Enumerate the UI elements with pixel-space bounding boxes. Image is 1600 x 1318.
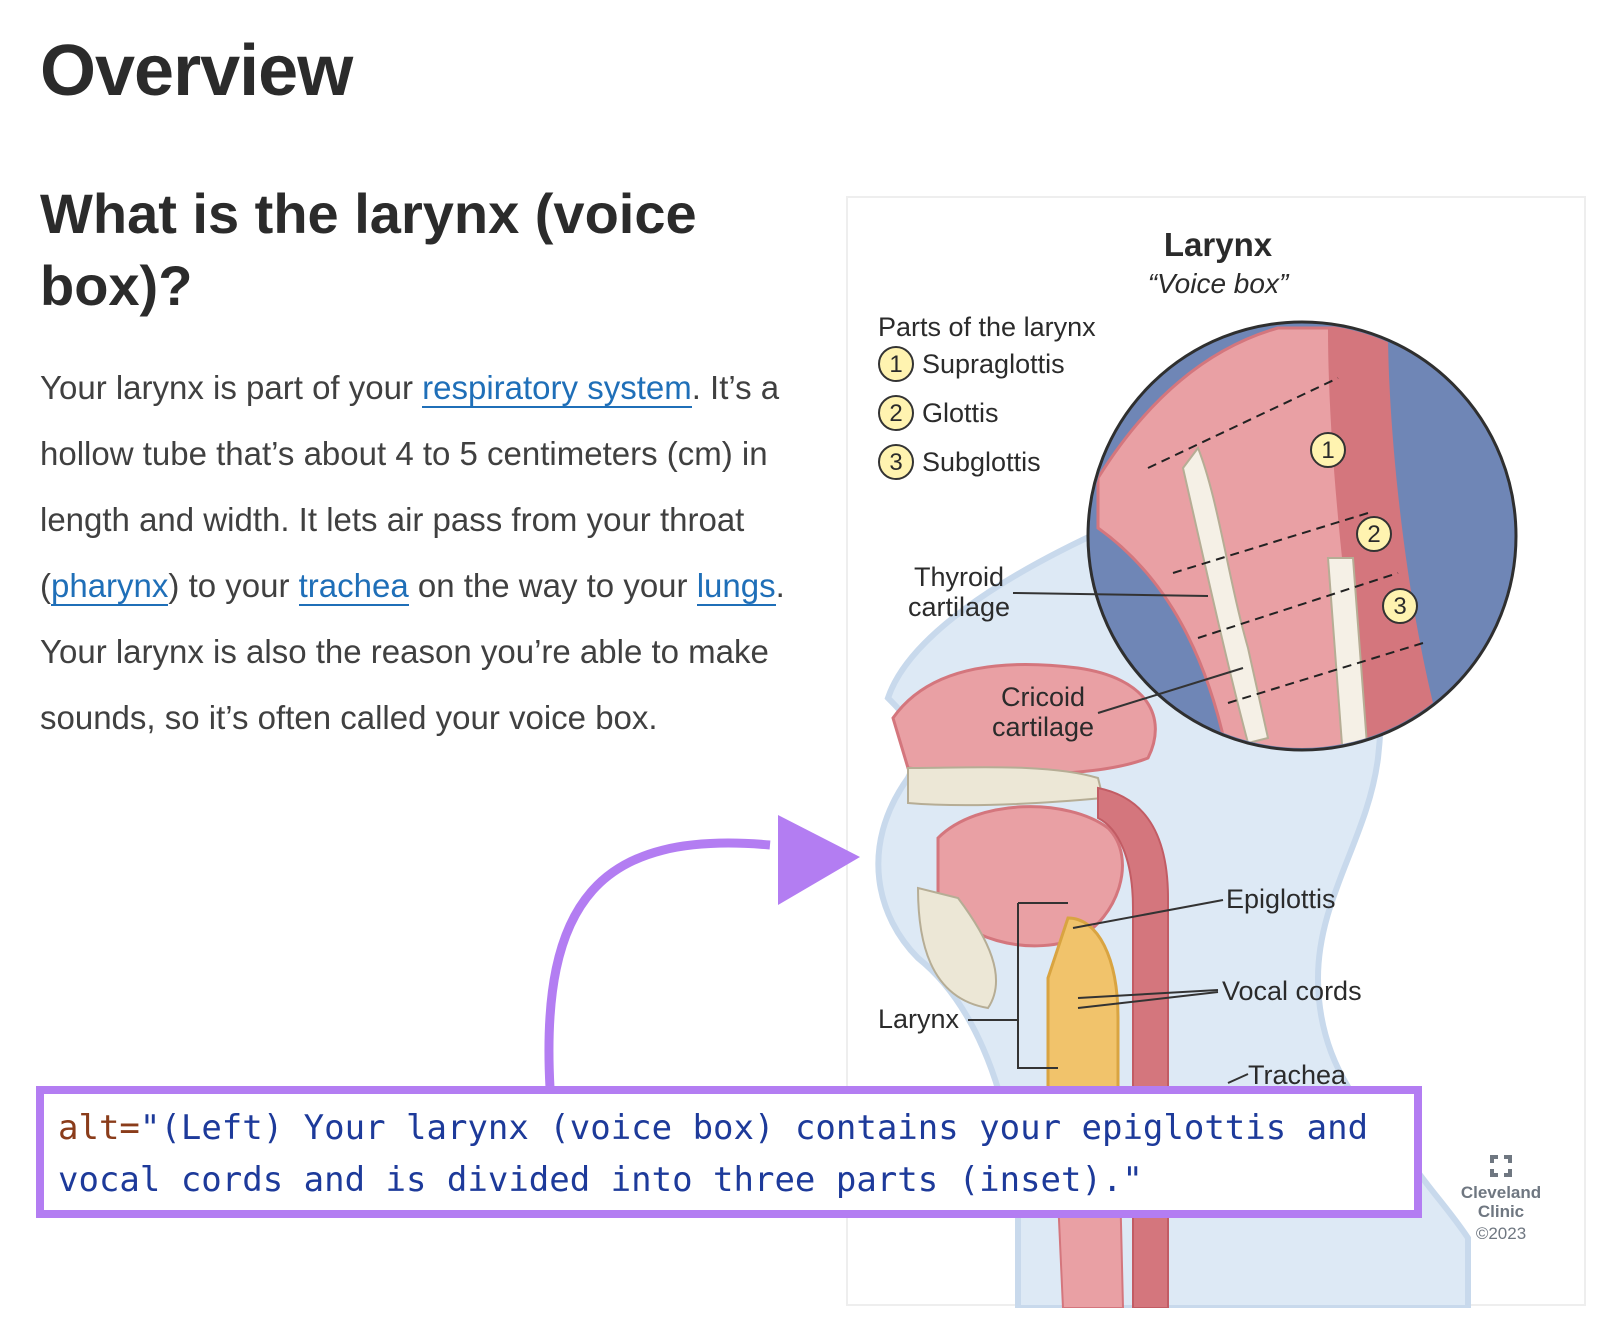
- alt-equals: =: [119, 1108, 140, 1148]
- intro-paragraph: Your larynx is part of your respiratory …: [40, 355, 830, 751]
- palate: [907, 766, 1105, 807]
- cleveland-clinic-logo-icon: [1490, 1155, 1512, 1177]
- part-label: Subglottis: [922, 446, 1041, 477]
- label-epiglottis: Epiglottis: [1226, 884, 1336, 914]
- arrow-curve: [544, 838, 771, 1089]
- paragraph-text: . It’s a hollow tube that’s about 4 to 5…: [40, 369, 780, 604]
- number-badge: 1: [878, 346, 914, 382]
- parts-heading: Parts of the larynx: [878, 312, 1096, 342]
- page-heading: Overview: [40, 31, 353, 111]
- paragraph-text: . Your larynx is also the reason you’re …: [40, 567, 785, 736]
- inset-badge-2: 2: [1356, 516, 1392, 552]
- label-larynx: Larynx: [878, 1004, 960, 1034]
- alt-attribute-value: "(Left) Your larynx (voice box) contains…: [58, 1108, 1369, 1200]
- paragraph-text: on the way to your: [408, 567, 697, 604]
- link-trachea[interactable]: trachea: [298, 567, 409, 606]
- alt-attribute-name: alt: [58, 1108, 120, 1148]
- link-lungs[interactable]: lungs: [696, 567, 776, 606]
- part-subglottis: 3 Subglottis: [878, 444, 1041, 480]
- figure-title: Larynx: [1163, 226, 1273, 263]
- label-trachea: Trachea: [1248, 1060, 1347, 1090]
- inset-badge-3: 3: [1382, 588, 1418, 624]
- part-label: Glottis: [922, 397, 999, 428]
- paragraph-text: ) to your: [168, 567, 299, 604]
- number-badge: 2: [878, 395, 914, 431]
- inset-badge-1: 1: [1310, 432, 1346, 468]
- link-pharynx[interactable]: pharynx: [51, 567, 169, 606]
- larynx-bracket: [1017, 902, 1068, 1069]
- link-respiratory-system[interactable]: respiratory system: [422, 369, 692, 408]
- section-heading: What is the larynx (voice box)?: [40, 182, 697, 317]
- part-supraglottis: 1 Supraglottis: [878, 346, 1065, 382]
- label-thyroid-cartilage: Thyroid cartilage: [908, 562, 1011, 622]
- jaw: [916, 886, 997, 1010]
- part-label: Supraglottis: [922, 348, 1065, 379]
- paragraph-text: Your larynx is part of your: [40, 369, 423, 406]
- alt-text-callout: alt="(Left) Your larynx (voice box) cont…: [36, 1086, 1422, 1218]
- part-glottis: 2 Glottis: [878, 395, 999, 431]
- label-vocal-cords: Vocal cords: [1222, 976, 1362, 1006]
- figure-subtitle: “Voice box”: [1147, 268, 1289, 299]
- label-cricoid-cartilage: Cricoid cartilage: [992, 682, 1095, 742]
- number-badge: 3: [878, 444, 914, 480]
- cleveland-clinic-credit: Cleveland Clinic ©2023: [1436, 1153, 1566, 1243]
- tongue: [936, 805, 1124, 948]
